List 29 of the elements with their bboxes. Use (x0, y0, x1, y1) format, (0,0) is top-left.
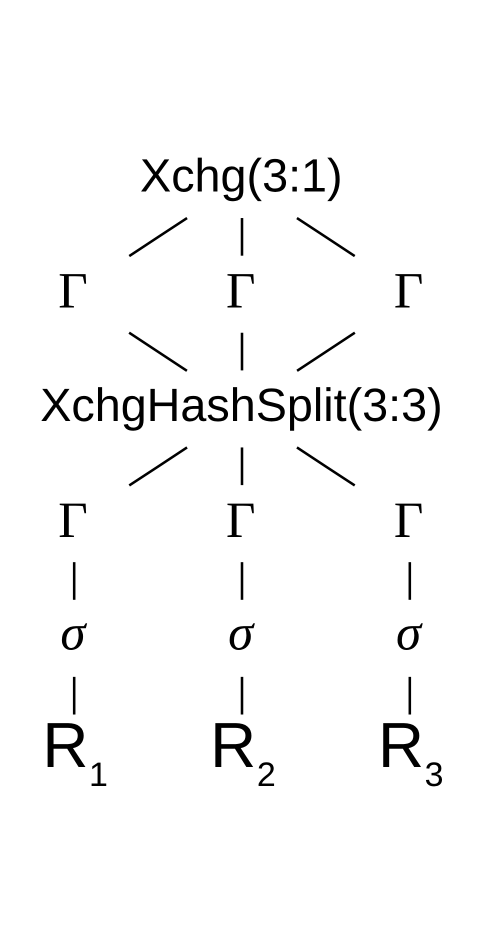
connector (408, 562, 412, 600)
node-text: Γ (58, 492, 88, 549)
connector (296, 446, 356, 486)
connector (128, 331, 188, 372)
node-text: Γ (58, 263, 88, 320)
node-text: σ (60, 605, 86, 662)
node-text: R$_{1}$ (42, 708, 108, 794)
connector (72, 676, 76, 714)
node-text: Γ (394, 263, 424, 320)
connector (240, 332, 244, 370)
node-text: σ (228, 605, 254, 662)
node-text: Γ (394, 492, 424, 549)
node-text: R$_{2}$ (210, 708, 276, 794)
node-text: Γ (226, 263, 256, 320)
connector (296, 216, 356, 257)
connector (408, 676, 412, 714)
node-text: Xchg(3:1) (140, 149, 343, 202)
connector (128, 446, 188, 486)
node-text: XchgHashSplit(3:3) (40, 378, 443, 431)
node-text: R$_{3}$ (378, 708, 444, 794)
connector (240, 562, 244, 600)
connector (240, 218, 244, 256)
node-text: Γ (226, 492, 256, 549)
connector (296, 331, 356, 372)
connector (72, 562, 76, 600)
connector (128, 216, 188, 257)
connector (240, 676, 244, 714)
connector (240, 446, 244, 485)
node-text: σ (396, 605, 422, 662)
